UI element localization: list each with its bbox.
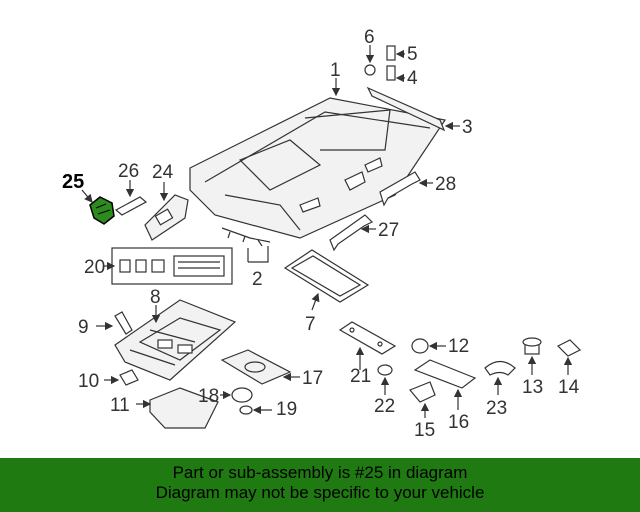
part-wire-harness[interactable] <box>221 227 271 247</box>
part-clip-12[interactable] <box>411 338 429 354</box>
part-bracket-15[interactable] <box>409 381 436 403</box>
banner-line-1: Part or sub-assembly is #25 in diagram <box>172 463 468 482</box>
callout-4: 4 <box>407 68 418 89</box>
part-headliner[interactable] <box>189 97 447 239</box>
callout-25: 25 <box>62 171 84 193</box>
part-overhead-console[interactable] <box>114 299 237 381</box>
callout-5: 5 <box>407 44 418 65</box>
part-cover-23[interactable] <box>484 360 516 376</box>
callout-21: 21 <box>350 366 371 387</box>
callout-3: 3 <box>462 117 473 138</box>
part-cap-22[interactable] <box>377 364 393 376</box>
callout-19: 19 <box>276 399 297 420</box>
part-highlighted-25[interactable] <box>89 196 115 225</box>
part-pad-17[interactable] <box>220 349 292 385</box>
callout-26: 26 <box>118 161 139 182</box>
callout-20: 20 <box>84 257 105 278</box>
callout-1: 1 <box>330 60 341 81</box>
part-clip-5[interactable] <box>386 45 396 61</box>
part-roof-trim[interactable] <box>366 86 446 132</box>
part-cap-19[interactable] <box>239 405 253 415</box>
callout-24: 24 <box>152 162 174 183</box>
part-clip-4[interactable] <box>386 65 396 81</box>
callout-14: 14 <box>558 377 580 398</box>
callout-15: 15 <box>414 420 435 441</box>
part-mirror-cover-26[interactable] <box>114 196 148 216</box>
callout-27: 27 <box>378 220 399 241</box>
part-bracket-9[interactable] <box>114 311 133 335</box>
info-banner: Part or sub-assembly is #25 in diagram D… <box>0 458 640 512</box>
callout-6: 6 <box>364 27 375 48</box>
part-trim-strip-16[interactable] <box>413 359 477 389</box>
parts-diagram: 1 3 4 5 6 28 27 2 7 <box>62 27 582 441</box>
part-console-panel-box[interactable] <box>111 247 233 285</box>
part-clip-6[interactable] <box>364 64 376 76</box>
part-sun-visor-24[interactable] <box>144 194 189 241</box>
part-bracket-plate-21[interactable] <box>338 321 397 355</box>
part-lamp-lens[interactable] <box>149 387 219 429</box>
callout-10: 10 <box>78 371 99 392</box>
part-sunroof-shade[interactable] <box>283 249 370 303</box>
callout-28: 28 <box>435 174 456 195</box>
callout-16: 16 <box>448 412 469 433</box>
banner-line-2: Diagram may not be specific to your vehi… <box>155 483 485 502</box>
callout-12: 12 <box>448 336 469 357</box>
part-clip-10[interactable] <box>119 369 139 386</box>
callout-22: 22 <box>374 396 395 417</box>
part-grab-handle-28[interactable] <box>379 171 421 207</box>
callout-8: 8 <box>150 287 161 308</box>
callout-11: 11 <box>110 395 130 416</box>
callout-9: 9 <box>78 317 89 338</box>
part-clip-14[interactable] <box>556 339 582 357</box>
callout-2: 2 <box>252 269 263 290</box>
callout-18: 18 <box>198 386 219 407</box>
callout-23: 23 <box>486 398 507 419</box>
callout-13: 13 <box>522 377 543 398</box>
part-plug-13[interactable] <box>522 337 542 355</box>
part-button-18[interactable] <box>231 387 253 403</box>
callout-7: 7 <box>305 314 316 335</box>
callout-17: 17 <box>302 368 323 389</box>
